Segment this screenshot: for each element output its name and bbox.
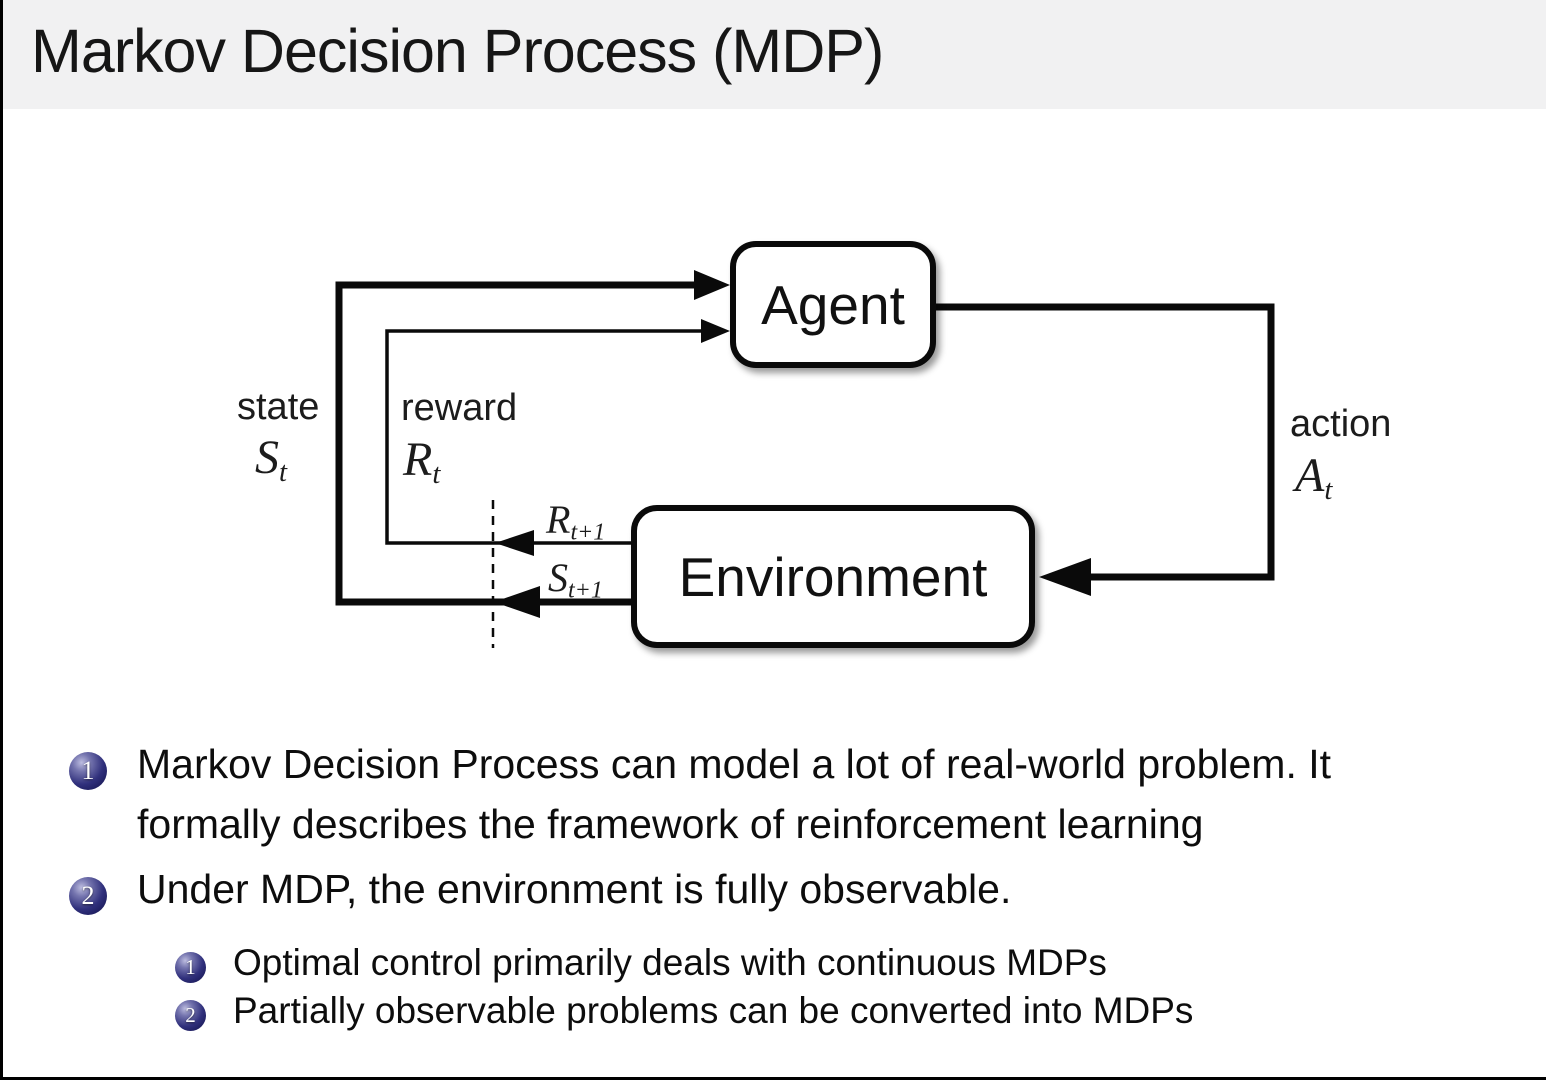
state-into-agent-arrowhead: [694, 270, 730, 300]
enumerate-ball-1: 1: [69, 752, 107, 790]
reward-word-label: reward: [401, 387, 518, 429]
environment-node: Environment: [631, 505, 1035, 648]
slide-header-band: Markov Decision Process (MDP): [3, 0, 1546, 109]
state-symbol: St: [255, 431, 288, 489]
agent-environment-diagram: [335, 270, 1275, 648]
reward-into-agent-arrowhead: [701, 319, 730, 343]
state-loop-line: [335, 281, 698, 606]
next-state-symbol: St+1: [548, 555, 603, 604]
state-word-label: state: [237, 386, 320, 428]
bullet-1-line-1: Markov Decision Process can model a lot …: [137, 741, 1332, 787]
enumerate-ball-2: 2: [69, 877, 107, 915]
next-state-arrowhead: [494, 586, 540, 618]
next-reward-arrowhead: [495, 530, 534, 556]
agent-node-label: Agent: [761, 273, 905, 336]
action-symbol: At: [1295, 449, 1333, 507]
reward-symbol: Rt: [403, 433, 441, 491]
sub-bullet-2-text: Partially observable problems can be con…: [233, 990, 1194, 1031]
sub-enumerate-ball-2: 2: [175, 1000, 206, 1031]
action-into-environment-arrowhead: [1039, 558, 1091, 596]
next-reward-symbol: Rt+1: [546, 497, 606, 546]
sub-enumerate-ball-1: 1: [175, 952, 206, 983]
bullet-1-line-2: formally describes the framework of rein…: [137, 801, 1204, 847]
action-loop-line: [936, 303, 1275, 581]
agent-node: Agent: [730, 241, 936, 368]
slide-title: Markov Decision Process (MDP): [31, 17, 884, 85]
action-word-label: action: [1290, 403, 1392, 445]
environment-node-label: Environment: [678, 545, 988, 608]
sub-bullet-1-text: Optimal control primarily deals with con…: [233, 942, 1107, 983]
bullet-2-line-1: Under MDP, the environment is fully obse…: [137, 866, 1012, 912]
